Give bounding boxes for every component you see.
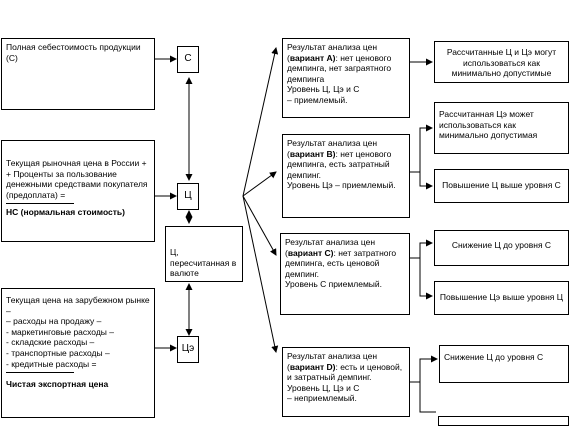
- variant-d-outcome-2: [438, 416, 569, 426]
- variant-d-prefix: Результат анализа цен (: [287, 351, 378, 372]
- domestic-symbol: Ц: [184, 190, 192, 202]
- variant-a-prefix: Результат анализа цен (: [287, 42, 378, 63]
- export-line-2: – расходы на продажу –: [6, 316, 102, 327]
- variant-c-label: вариант С): [287, 247, 334, 258]
- variant-b-line-2: Уровень Цэ – приемлемый.: [287, 180, 396, 191]
- cost-text: Полная себестоимость продукции (С): [6, 42, 141, 63]
- variant-b-outcome-1: Рассчитанная Цэ может использоваться как…: [434, 102, 569, 154]
- domestic-result: НС (нормальная стоимость): [6, 207, 125, 218]
- export-line-1: Текущая цена на зарубежном рынке –: [6, 295, 150, 316]
- variant-b-outcome-2: Повышение Ц выше уровня С: [434, 169, 569, 203]
- arrow-fan-d: [242, 195, 279, 353]
- export-symbol: Цэ: [181, 343, 195, 355]
- export-line-3: - маркетинговые расходы –: [6, 326, 114, 337]
- arrow-fan-b: [242, 171, 277, 197]
- variant-d-rest: : есть и ценовой, и затратный демпинг. У…: [287, 361, 403, 393]
- variant-c-prefix: Результат анализа цен (: [285, 237, 376, 258]
- arrow-c-outcome-2: [419, 258, 433, 300]
- variant-a-box: Результат анализа цен (вариант А): нет ц…: [282, 38, 410, 118]
- export-symbol-box: Цэ: [177, 336, 199, 363]
- variant-a-rest: : нет ценового демпинга, нет заграятного…: [287, 52, 392, 84]
- variant-d-outcome-1: Снижение Ц до уровня С: [439, 345, 569, 383]
- cost-symbol: С: [184, 53, 192, 65]
- cost-symbol-box: С: [177, 46, 199, 73]
- variant-b-rest: : нет ценового демпинга, есть затратный …: [287, 148, 392, 180]
- domestic-divider: [6, 203, 74, 205]
- variant-b-box: Результат анализа цен (вариант В): нет ц…: [282, 134, 410, 218]
- export-line-5: - транспортные расходы –: [6, 347, 110, 358]
- variant-c-rest: : нет затратного демпинга, есть ценовой …: [285, 247, 397, 279]
- variant-d-outcome-1-text: Снижение Ц до уровня С: [444, 352, 544, 362]
- export-line-6: - кредитные расходы =: [6, 358, 97, 369]
- variant-d-box: Результат анализа цен (вариант D): есть …: [282, 347, 410, 417]
- arrow-c-outcome-1: [410, 239, 433, 259]
- variant-c-box: Результат анализа цен (вариант С): нет з…: [280, 233, 410, 315]
- export-line-4: - складские расходы –: [6, 337, 95, 348]
- domestic-line-1: Текущая рыночная цена в России +: [6, 158, 147, 168]
- variant-c-line-2: Уровень С приемлемый.: [285, 279, 383, 290]
- variant-a-outcome-1: Рассчитанные Ц и Цэ могут использоваться…: [434, 41, 569, 83]
- domestic-symbol-box: Ц: [177, 183, 199, 210]
- variant-b-outcome-2-text: Повышение Ц выше уровня С: [442, 180, 561, 190]
- arrow-d-outcome-1: [410, 355, 438, 383]
- variant-c-outcome-2: Повышение Цэ выше уровня Ц: [434, 281, 569, 315]
- converted-price-box: Ц, пересчитанная в валюте: [165, 226, 243, 282]
- domestic-line-2: + Проценты за пользование денежными сред…: [6, 168, 148, 200]
- export-price-box: Текущая цена на зарубежном рынке – – рас…: [1, 288, 155, 418]
- converted-text: Ц, пересчитанная в валюте: [170, 247, 237, 279]
- variant-d-label: вариант D): [289, 361, 336, 372]
- variant-b-outcome-1-text: Рассчитанная Цэ может использоваться как…: [439, 109, 538, 141]
- arrow-fan-c: [242, 195, 277, 256]
- domestic-price-box: Текущая рыночная цена в России + + Проце…: [1, 140, 155, 242]
- variant-a-line-3: – приемлемый.: [287, 94, 348, 105]
- arrow-b-outcome-1: [410, 124, 433, 173]
- export-result: Чистая экспортная цена: [6, 379, 109, 390]
- arrow-d-outcome-2: [419, 382, 436, 413]
- variant-c-outcome-1: Снижение Ц до уровня С: [434, 230, 569, 266]
- arrow-fan-a: [242, 47, 279, 197]
- variant-a-line-2: Уровень Ц, Цэ и С: [287, 84, 360, 95]
- variant-b-label: вариант В): [289, 148, 336, 159]
- variant-a-outcome-1-text: Рассчитанные Ц и Цэ могут использоваться…: [446, 47, 557, 79]
- variant-c-outcome-2-text: Повышение Цэ выше уровня Ц: [439, 292, 564, 302]
- variant-c-outcome-1-text: Снижение Ц до уровня С: [451, 240, 552, 250]
- variant-b-prefix: Результат анализа цен (: [287, 138, 378, 159]
- arrow-b-outcome-2: [419, 172, 433, 190]
- variant-a-label: вариант А): [289, 52, 336, 63]
- variant-d-line-2: – неприемлемый.: [287, 393, 357, 404]
- export-divider: [6, 372, 74, 374]
- cost-box: Полная себестоимость продукции (С): [1, 38, 155, 110]
